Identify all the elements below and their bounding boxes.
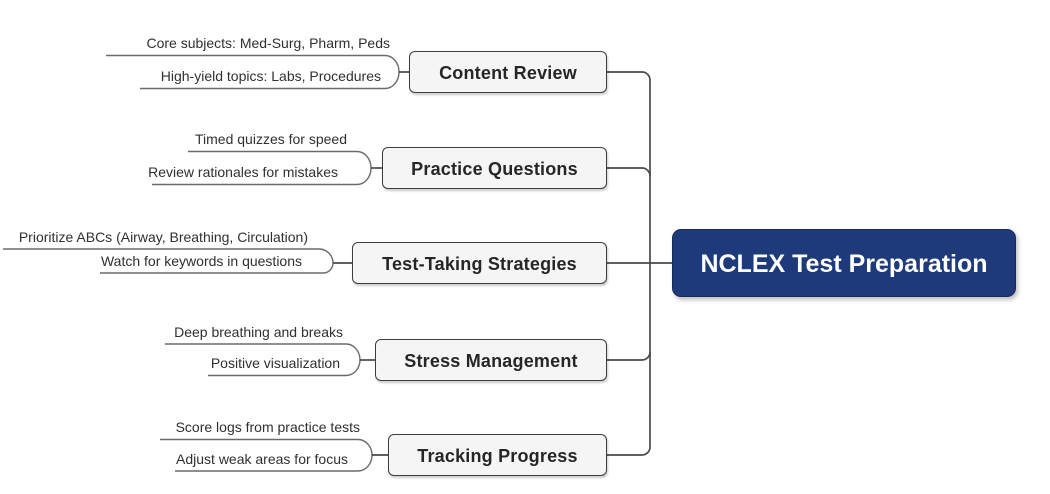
branch-node-content-review[interactable]: Content Review [409,51,607,93]
branch-node-stress-management[interactable]: Stress Management [375,339,607,381]
leaf-line-high-yield [140,71,400,90]
branch-connector-stress-management [607,351,651,361]
leaf-line-watch-keywords [100,262,334,274]
leaf-line-timed-quizzes [188,150,372,169]
branch-connector-practice-questions [607,167,651,177]
leaf-line-deep-breathing [165,343,361,361]
leaf-line-review-rationales [152,167,372,186]
leaf-node-score-logs[interactable]: Score logs from practice tests [175,419,360,435]
leaf-node-prioritize-abcs[interactable]: Prioritize ABCs (Airway, Breathing, Circ… [18,229,308,245]
leaf-node-high-yield-topics[interactable]: High-yield topics: Labs, Procedures [160,68,381,84]
leaf-line-score-logs [160,438,373,456]
branch-node-practice-questions[interactable]: Practice Questions [382,147,607,189]
leaf-node-deep-breathing[interactable]: Deep breathing and breaks [174,324,343,340]
branch-node-test-taking-strategies[interactable]: Test-Taking Strategies [352,242,607,284]
branch-node-tracking-progress[interactable]: Tracking Progress [388,434,607,476]
root-node-nclex-test-preparation[interactable]: NCLEX Test Preparation [672,229,1016,297]
leaf-node-timed-quizzes[interactable]: Timed quizzes for speed [195,131,347,147]
leaf-node-watch-keywords[interactable]: Watch for keywords in questions [100,253,302,269]
leaf-node-review-rationales[interactable]: Review rationales for mistakes [148,164,338,180]
leaf-line-core-subjects [106,54,400,73]
leaf-node-core-subjects[interactable]: Core subjects: Med-Surg, Pharm, Peds [146,35,390,51]
leaf-node-positive-visualization[interactable]: Positive visualization [210,355,340,371]
leaf-node-adjust-weak-areas[interactable]: Adjust weak areas for focus [176,451,348,467]
leaf-line-adjust-weak-areas [175,454,373,472]
leaf-line-positive-visualization [208,359,361,377]
leaf-line-prioritize-abcs [3,248,334,264]
